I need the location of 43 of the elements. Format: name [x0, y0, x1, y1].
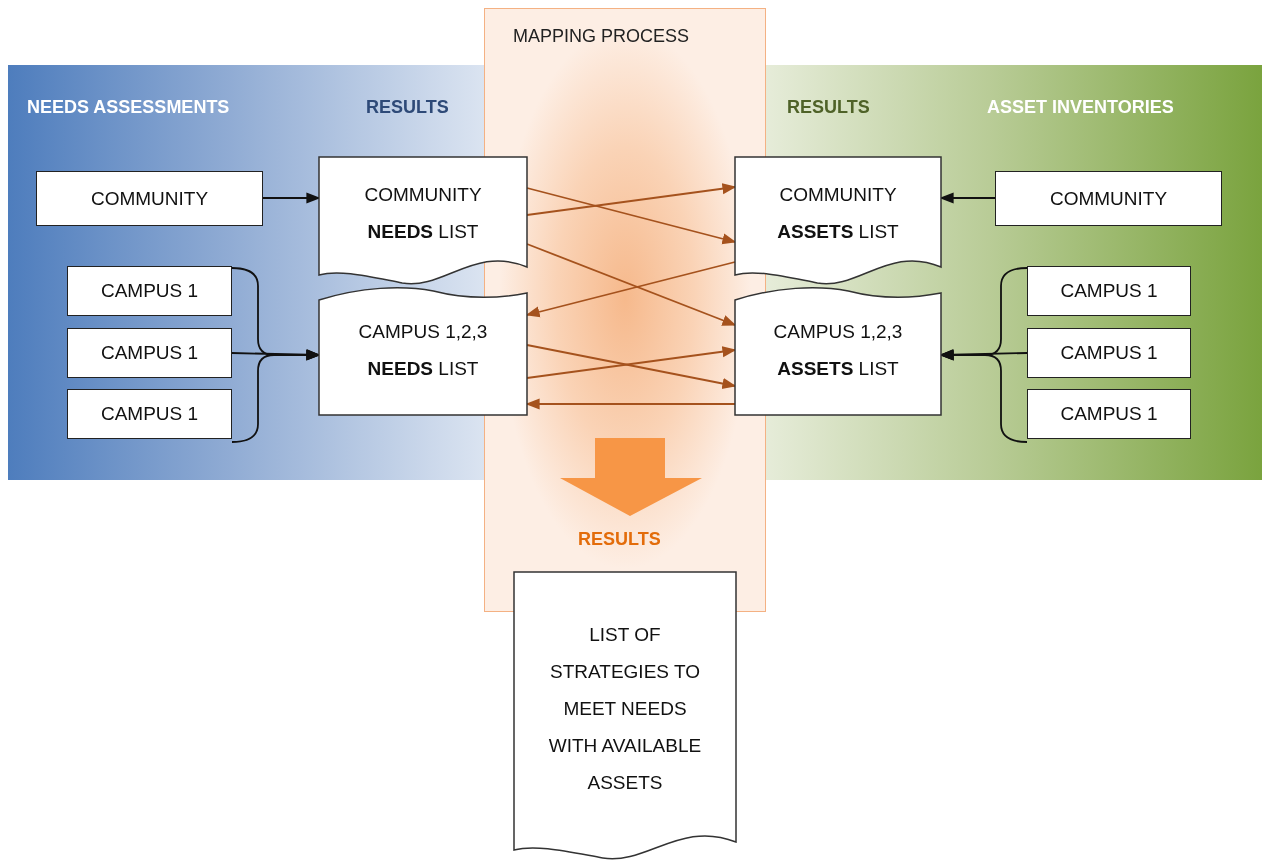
process-box [67, 389, 232, 439]
arrow [526, 187, 737, 245]
process-box [1027, 266, 1191, 316]
document-label: CAMPUS 1,2,3 NEEDS LIST [357, 320, 489, 381]
box-label: CAMPUS 1 [100, 280, 199, 302]
document-label: CAMPUS 1,2,3 ASSETS LIST [772, 320, 904, 381]
process-box [1027, 389, 1191, 439]
document-shape [735, 285, 941, 415]
document-label: LIST OF STRATEGIES TO MEET NEEDS WITH AVAILABLE ASSETS [547, 622, 703, 795]
section-heading: ASSET INVENTORIES [987, 97, 1174, 118]
document-label: COMMUNITY ASSETS LIST [776, 183, 900, 244]
document-label: COMMUNITY NEEDS LIST [363, 183, 483, 244]
box-label: CAMPUS 1 [100, 342, 199, 364]
arrow [939, 349, 1028, 443]
process-box [67, 328, 232, 378]
section-heading: NEEDS ASSESSMENTS [27, 97, 230, 118]
document-shape [319, 157, 527, 285]
box-label: CAMPUS 1 [1060, 280, 1158, 302]
arrow [231, 349, 321, 443]
document-shape [514, 572, 736, 860]
document-shape [735, 157, 941, 285]
arrow [525, 398, 736, 410]
arrow [262, 192, 321, 204]
arrow [526, 346, 737, 379]
section-heading: MAPPING PROCESS [513, 26, 690, 47]
process-box [67, 266, 232, 316]
document-shape [319, 285, 527, 415]
box-label: CAMPUS 1 [1060, 342, 1158, 364]
section-heading: RESULTS [787, 97, 870, 118]
box-label: CAMPUS 1 [1060, 403, 1158, 425]
arrow [526, 183, 737, 216]
arrow [526, 344, 737, 390]
section-heading: RESULTS [366, 97, 449, 118]
arrow [525, 261, 736, 318]
process-box [1027, 328, 1191, 378]
process-box [36, 171, 263, 226]
section-heading: RESULTS [578, 529, 661, 550]
box-label: COMMUNITY [1049, 187, 1168, 210]
arrow [526, 243, 737, 326]
process-box [995, 171, 1222, 226]
box-label: CAMPUS 1 [100, 403, 199, 425]
arrow [939, 192, 996, 204]
box-label: COMMUNITY [90, 187, 209, 210]
